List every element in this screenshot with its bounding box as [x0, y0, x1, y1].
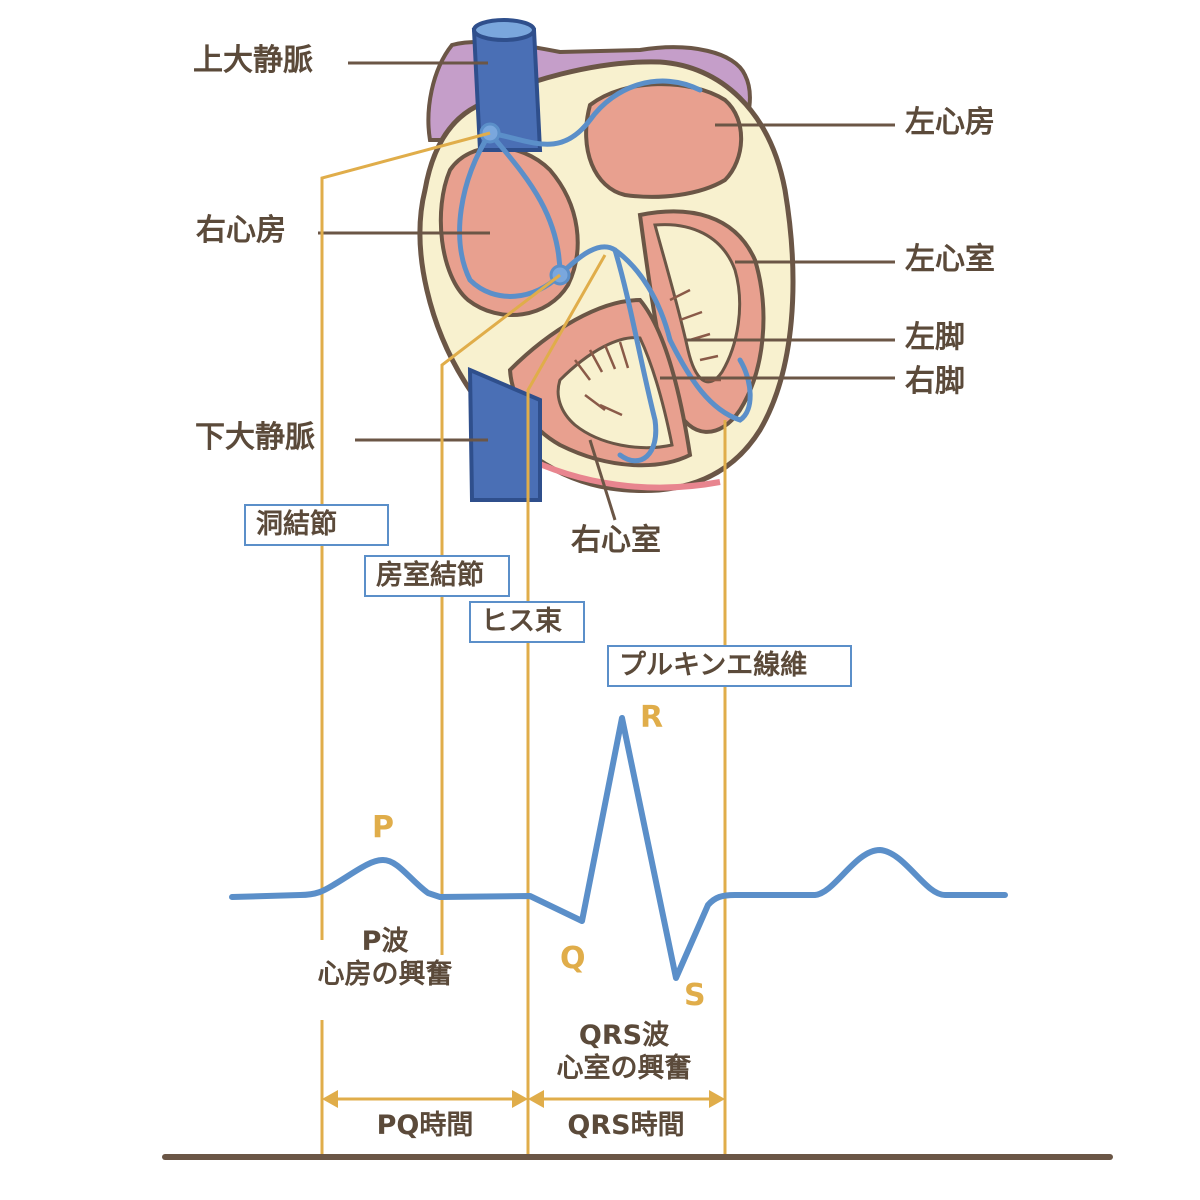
inferior-vena-cava: [467, 366, 542, 502]
wave-q: Q: [560, 941, 586, 976]
timing-guides: [320, 131, 727, 1155]
pq-interval-label: PQ時間: [376, 1110, 474, 1141]
qrs-interval-label: QRS時間: [567, 1110, 685, 1141]
label-left-ventricle: 左心室: [905, 242, 995, 277]
guide-sa-node: [320, 131, 491, 940]
left-ventricle-cavity: [653, 223, 742, 384]
conduction-system: [457, 78, 753, 464]
ecg-trace: [229, 715, 1008, 981]
p-wave-description: 心房の興奮: [317, 959, 453, 990]
heart-apex-edge: [518, 452, 721, 491]
svc-opening: [472, 18, 536, 42]
guide-his: [526, 254, 607, 1155]
p-wave-title: P波: [361, 926, 409, 957]
left-atrium-chamber: [584, 82, 744, 199]
label-inferior-vena-cava: 下大静脈: [195, 420, 315, 455]
qrs-arrow-right: [709, 1090, 725, 1108]
qrs-wave-description: 心室の興奮: [556, 1053, 692, 1084]
arrow-heads: [322, 1090, 725, 1108]
label-left-bundle-branch: 左脚: [905, 320, 965, 355]
label-superior-vena-cava: 上大静脈: [193, 43, 313, 78]
label-left-atrium: 左心房: [905, 105, 995, 140]
label-his-bundle: ヒス束: [469, 601, 585, 643]
label-av-node: 房室結節: [364, 555, 510, 597]
heart-illustration: [417, 18, 796, 502]
qrs-wave-title: QRS波: [578, 1020, 670, 1051]
pointer-rv: [588, 439, 617, 521]
guide-av-node: [440, 273, 561, 955]
wave-p: P: [372, 810, 394, 845]
label-purkinje-fibers: プルキンエ線維: [607, 645, 852, 687]
label-sa-node: 洞結節: [244, 504, 389, 546]
qrs-arrow-left: [528, 1090, 544, 1108]
wave-r: R: [640, 700, 664, 735]
pq-arrow-right: [512, 1090, 528, 1108]
pq-arrow-left: [322, 1090, 338, 1108]
label-right-ventricle: 右心室: [571, 523, 661, 558]
label-right-bundle-branch: 右脚: [905, 364, 965, 399]
wave-s: S: [684, 978, 706, 1013]
trabeculae: [574, 288, 721, 417]
label-pointers: [318, 61, 895, 521]
label-right-atrium: 右心房: [196, 213, 286, 248]
